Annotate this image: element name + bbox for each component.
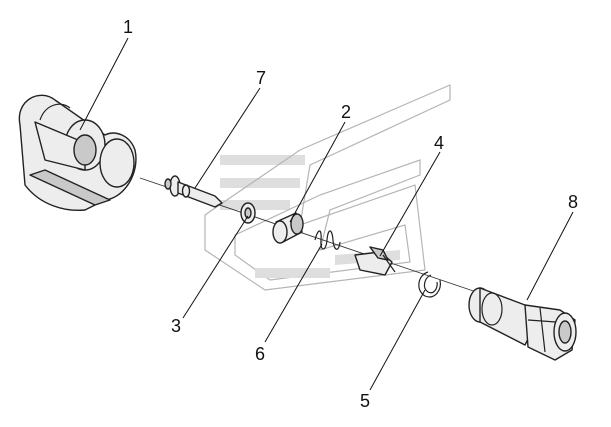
leader-6 bbox=[264, 243, 323, 343]
fitting-connector bbox=[468, 287, 577, 361]
leader-5 bbox=[369, 289, 426, 391]
callout-2: 2 bbox=[341, 102, 351, 122]
callout-1: 1 bbox=[123, 17, 133, 37]
valve-insert bbox=[354, 246, 396, 276]
leader-1 bbox=[79, 37, 129, 131]
needle-pin bbox=[164, 175, 223, 208]
washer bbox=[240, 202, 256, 224]
callout-6: 6 bbox=[255, 344, 265, 364]
bracket-housing bbox=[18, 94, 137, 212]
callout-numbers: 1 2 3 4 5 6 7 8 bbox=[123, 17, 578, 411]
callout-5: 5 bbox=[360, 391, 370, 411]
cap-sleeve bbox=[272, 212, 304, 244]
leader-3 bbox=[182, 215, 249, 319]
callout-7: 7 bbox=[256, 68, 266, 88]
spring bbox=[314, 230, 341, 250]
callout-4: 4 bbox=[434, 133, 444, 153]
leader-2 bbox=[289, 121, 346, 223]
leader-4 bbox=[379, 151, 441, 257]
leader-8 bbox=[526, 211, 574, 301]
callout-8: 8 bbox=[568, 192, 578, 212]
leader-lines bbox=[79, 37, 574, 391]
snap-ring bbox=[418, 271, 441, 298]
leader-7 bbox=[194, 87, 261, 189]
callout-3: 3 bbox=[171, 316, 181, 336]
